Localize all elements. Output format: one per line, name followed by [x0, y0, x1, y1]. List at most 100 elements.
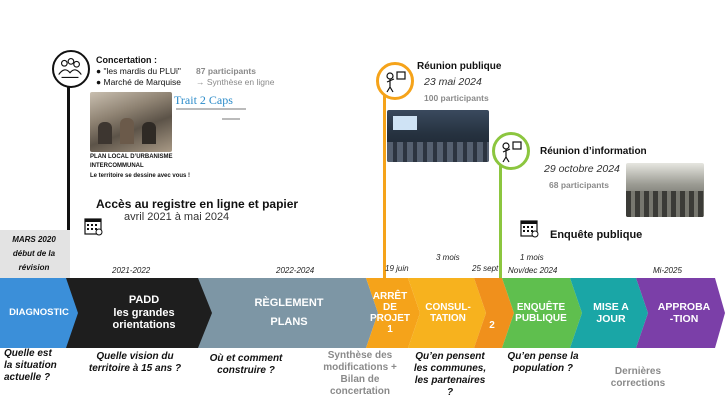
concertation-title: Concertation : — [96, 55, 158, 65]
question-mise-a-jour: Dernières corrections — [598, 366, 678, 390]
reunion-publique-photo — [387, 110, 489, 162]
question-line: concertation — [329, 386, 390, 397]
people-group-icon — [52, 50, 90, 88]
date-label: 25 sept — [472, 264, 499, 273]
stage-label-line: les grandes — [113, 306, 175, 319]
stage-arret[interactable] — [366, 278, 420, 348]
question-line: Synthèse des — [327, 350, 393, 361]
question-arret: Synthèse des modifications + Bilan de co… — [318, 350, 402, 398]
question-enquete: Qu’en pense la population ? — [500, 351, 586, 375]
reunion-information-date: 29 octobre 2024 — [544, 163, 620, 175]
stage-label-text: 2 — [489, 320, 495, 332]
start-marker-line-3: révision — [18, 263, 50, 272]
plui-document-brand: Trait 2 Caps — [174, 93, 233, 107]
question-line: Qu’en pensent — [415, 351, 485, 362]
plui-document-scribble — [222, 118, 240, 120]
stage-consultation-label: CONSUL- TATION — [418, 278, 478, 348]
stage-padd-label: PADD les grandes orientations — [84, 278, 204, 348]
stage-label-line: DE — [383, 302, 397, 313]
calendar-icon — [84, 216, 104, 236]
concertation-bullet-1-text: "les mardis du PLUi" — [103, 66, 181, 76]
stage-mise-a-jour[interactable] — [570, 278, 648, 348]
date-label: Nov/dec 2024 — [508, 266, 558, 275]
stage-label-line: CONSUL- — [425, 301, 471, 313]
date-label: 2021-2022 — [112, 266, 151, 275]
question-line: Qu’en pense la — [507, 351, 579, 362]
calendar-icon — [520, 218, 540, 238]
start-marker-line-2: début de la — [12, 249, 56, 258]
registre-title: Accès au registre en ligne et papier — [96, 197, 299, 211]
stage-arret-label: ARRÊT DE PROJET 1 — [366, 278, 414, 348]
stage-label-line: ARRÊT — [372, 291, 408, 302]
reunion-publique-title: Réunion publique — [417, 61, 502, 72]
stage-approbation[interactable] — [636, 278, 725, 348]
question-line: ? — [446, 387, 454, 398]
question-line: territoire à 15 ans ? — [88, 363, 182, 374]
question-line: modifications + — [323, 362, 397, 373]
stage-reglement-label: RÈGLEMENT PLANS — [214, 278, 364, 348]
concertation-bullet-2-text: Marché de Marquise — [103, 77, 181, 87]
stage-label-text: DIAGNOSTIC — [9, 306, 69, 318]
stage-label-line: 1 — [387, 324, 393, 335]
timeline-marker-concertation — [67, 80, 70, 280]
question-line: Quelle est — [4, 348, 52, 359]
stage-label-line: ENQUÊTE — [516, 301, 566, 313]
question-line: Bilan de — [340, 374, 380, 385]
question-line: les partenaires — [414, 375, 486, 386]
enquete-publique-title: Enquête publique — [550, 229, 643, 241]
stage-two[interactable] — [474, 278, 514, 348]
question-line: corrections — [610, 378, 666, 389]
date-label: 1 mois — [520, 253, 544, 262]
question-line: population ? — [513, 363, 573, 374]
start-marker-line-1: MARS 2020 — [12, 235, 56, 244]
concertation-photo — [90, 92, 172, 152]
stage-label-line: RÈGLEMENT — [254, 297, 324, 310]
question-padd: Quelle vision du territoire à 15 ans ? — [80, 351, 190, 375]
question-line: Dernières — [614, 366, 662, 377]
question-line: construire ? — [217, 365, 275, 376]
plui-document-scribble — [176, 108, 246, 110]
stage-label-line: PADD — [128, 294, 160, 307]
date-label: 2022-2024 — [276, 266, 315, 275]
timeline-marker-reunion-information — [499, 162, 502, 280]
stage-reglement[interactable] — [198, 278, 378, 348]
start-marker-box — [0, 230, 70, 278]
stage-mise-a-jour-label: MISE A JOUR — [580, 278, 642, 348]
reunion-information-participants: 68 participants — [549, 180, 609, 190]
question-line: la situation — [4, 360, 57, 371]
reunion-publique-date: 23 mai 2024 — [424, 76, 482, 88]
stage-label-line: MISE A — [593, 300, 629, 313]
stage-consultation[interactable] — [408, 278, 486, 348]
date-label: 3 mois — [436, 253, 460, 262]
question-diagnostic: Quelle est la situation actuelle ? — [4, 348, 66, 384]
date-label: Mi-2025 — [653, 266, 682, 275]
stage-padd[interactable] — [66, 278, 214, 348]
question-reglement: Où et comment construire ? — [196, 353, 296, 377]
concertation-bullet-2: ● Marché de Marquise — [96, 77, 181, 87]
plui-document-line-3: Le territoire se dessine avec vous ! — [90, 173, 191, 179]
question-line: les communes, — [413, 363, 487, 374]
stage-diagnostic[interactable] — [0, 278, 82, 348]
concertation-bullet-1: ● "les mardis du PLUi" — [96, 66, 181, 76]
question-line: Quelle vision du — [96, 351, 174, 362]
timeline-marker-reunion-publique — [383, 92, 386, 282]
stage-enquete-label: ENQUÊTE PUBLIQUE — [508, 278, 574, 348]
meeting-presenter-icon — [376, 62, 414, 100]
stage-enquete[interactable] — [502, 278, 582, 348]
stage-label-line: -TION — [669, 313, 699, 325]
stage-label-line: TATION — [430, 313, 466, 324]
stage-label-line: PUBLIQUE — [515, 313, 567, 324]
date-label: 19 juin — [385, 264, 409, 273]
question-line: actuelle ? — [4, 372, 51, 383]
stage-approbation-label: APPROBA -TION — [646, 278, 722, 348]
stage-label-line: PROJET — [369, 313, 410, 324]
stage-label-line: APPROBA — [657, 300, 711, 313]
stage-label-line: PLANS — [270, 316, 308, 328]
stage-diagnostic-label: DIAGNOSTIC — [2, 278, 76, 348]
stage-two-label: 2 — [482, 278, 502, 348]
registre-dates: avril 2021 à mai 2024 — [124, 211, 230, 223]
reunion-information-photo — [626, 163, 704, 217]
concertation-synthese-link[interactable]: → Synthèse en ligne — [196, 77, 275, 87]
plui-document-line-2: INTERCOMMUNAL — [90, 163, 144, 169]
stage-label-line: orientations — [112, 319, 176, 332]
